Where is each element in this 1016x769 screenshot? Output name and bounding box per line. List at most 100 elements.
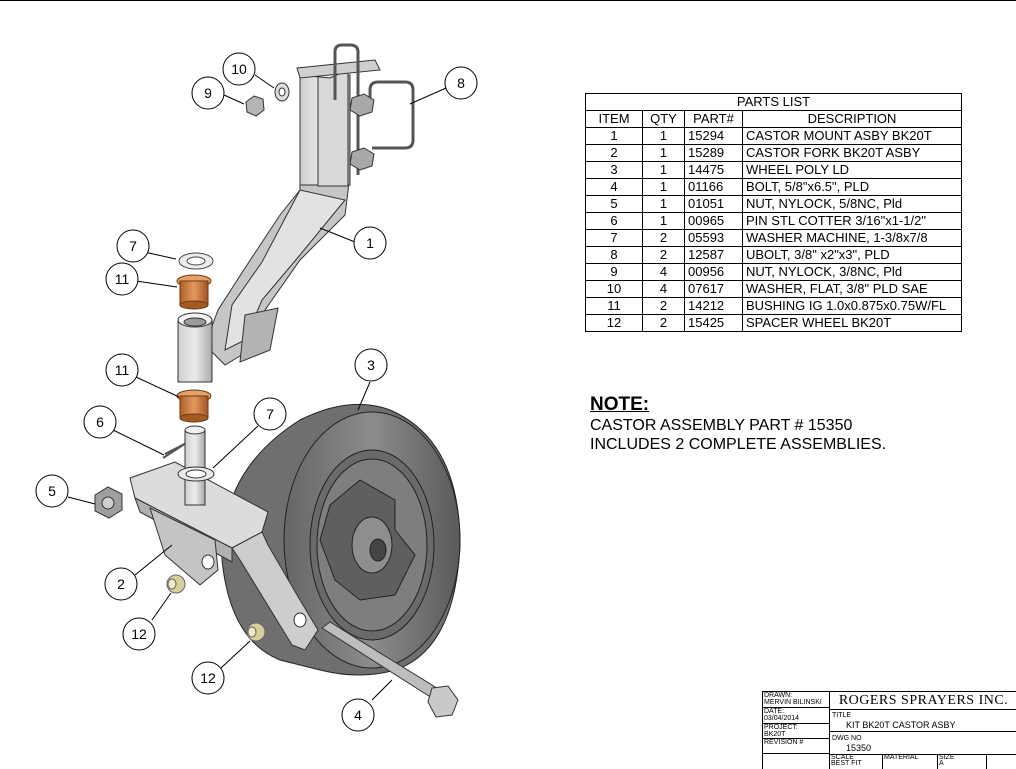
qty-cell: 1 [642,161,685,179]
spacer-right [246,622,266,642]
scale-label: SCALE [831,754,854,761]
size-value: A [939,760,944,767]
top-border [0,0,1016,1]
balloon-10: 10 [222,52,256,86]
note-block: NOTE: CASTOR ASSEMBLY PART # 15350 INCLU… [590,394,886,454]
svg-text:12: 12 [131,626,147,642]
part-cell: 01166 [684,178,743,196]
item-cell: 12 [585,314,643,332]
description-cell: PIN STL COTTER 3/16"x1-1/2" [741,212,963,230]
item-cell: 3 [585,161,643,179]
description-cell: NUT, NYLOCK, 5/8NC, Pld [741,195,963,213]
project-cell: PROJECT: BK20T [763,724,829,739]
svg-text:11: 11 [115,362,130,378]
item-cell: 1 [585,127,643,145]
date-label: DATE: [764,708,785,715]
description-cell: SPACER WHEEL BK20T [741,314,963,332]
blank-cell [987,755,1016,769]
title-block: DRAWN: MERVIN BILINSKI DATE: 03/04/2014 … [762,691,1016,769]
header-item: ITEM [585,110,643,128]
size-cell: SIZE A [938,754,987,769]
balloon-8: 8 [444,66,478,100]
title-block-info-column: DRAWN: MERVIN BILINSKI DATE: 03/04/2014 … [763,692,830,769]
scale-value: BEST FIT [831,760,862,767]
svg-text:6: 6 [96,414,104,430]
description-cell: WHEEL POLY LD [741,161,963,179]
svg-text:11: 11 [115,271,130,287]
qty-cell: 2 [642,297,685,315]
item-cell: 8 [585,246,643,264]
balloon-11-top: 11 [105,262,139,296]
svg-text:8: 8 [457,75,465,91]
part-cell: 15294 [684,127,743,145]
svg-text:1: 1 [366,235,374,251]
company-name: ROGERS SPRAYERS INC. [830,692,1016,710]
svg-text:7: 7 [266,406,274,422]
header-description: DESCRIPTION [741,110,963,128]
drawing-number-value: 15350 [846,743,872,753]
svg-text:10: 10 [231,61,247,77]
part-cell: 05593 [684,229,743,247]
svg-text:3: 3 [367,357,375,373]
project-value: BK20T [764,731,786,738]
qty-cell: 2 [642,229,685,247]
part-cell: 15425 [684,314,743,332]
material-cell: MATERIAL [883,754,938,769]
balloon-4: 4 [341,698,375,732]
balloon-5: 5 [35,474,69,508]
title-label: TITLE [832,712,852,719]
washer-small [274,82,290,102]
svg-text:5: 5 [48,483,56,499]
title-box: TITLE KIT BK20T CASTOR ASBY [830,710,1016,732]
nut-large [94,486,123,519]
parts-list-caption: PARTS LIST [584,93,963,111]
description-cell: WASHER MACHINE, 1-3/8x7/8 [741,229,963,247]
note-heading: NOTE: [590,394,650,415]
qty-cell: 1 [642,195,685,213]
svg-text:2: 2 [117,576,125,592]
drawn-cell: DRAWN: MERVIN BILINSKI [763,692,829,708]
drawn-value: MERVIN BILINSKI [764,699,822,706]
part-cell: 07617 [684,280,743,298]
balloon-11-bottom: 11 [105,353,139,387]
qty-cell: 4 [642,263,685,281]
header-qty: QTY [642,110,685,128]
balloon-12-right: 12 [191,661,225,695]
title-block-bottom-row: SCALE BEST FIT MATERIAL SIZE A [830,754,1016,769]
svg-text:9: 9 [204,85,212,101]
part-cell: 01051 [684,195,743,213]
item-cell: 2 [585,144,643,162]
date-value: 03/04/2014 [764,715,800,722]
balloons: 1 2 3 4 5 6 7 7 8 9 10 11 11 12 12 [35,52,478,732]
item-cell: 10 [585,280,643,298]
drawing-number-label: DWG NO [832,735,862,742]
project-label: PROJECT: [764,724,798,731]
qty-cell: 4 [642,280,685,298]
revision-cell: REVISION # [763,739,829,754]
qty-cell: 1 [642,144,685,162]
note-line: INCLUDES 2 COMPLETE ASSEMBLIES. [590,436,887,453]
description-cell: WASHER, FLAT, 3/8" PLD SAE [741,280,963,298]
header-part: PART# [684,110,743,128]
item-cell: 5 [585,195,643,213]
qty-cell: 1 [642,178,685,196]
balloon-6: 6 [83,405,117,439]
qty-cell: 2 [642,314,685,332]
title-value: KIT BK20T CASTOR ASBY [846,720,956,730]
svg-text:12: 12 [200,670,216,686]
svg-text:7: 7 [129,238,137,254]
scale-cell: SCALE BEST FIT [830,754,883,769]
svg-text:4: 4 [354,707,362,723]
description-cell: BOLT, 5/8"x6.5", PLD [741,178,963,196]
